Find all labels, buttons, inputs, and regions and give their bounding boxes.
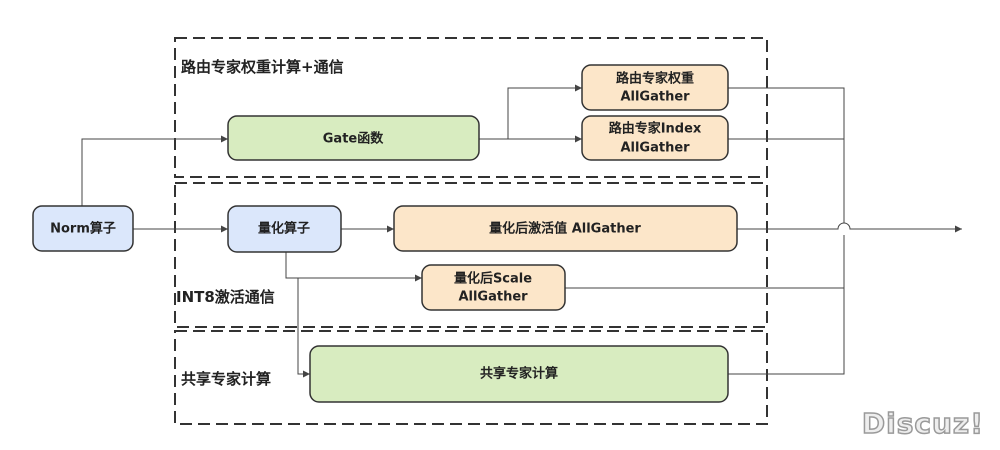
edge-norm-gate — [81, 135, 228, 206]
edges — [81, 84, 962, 378]
watermark-logo: Discuz! — [861, 406, 984, 441]
edge-routing-weight-out — [728, 87, 845, 223]
node-label-routing-weight-line1: 路由专家权重 — [616, 71, 694, 87]
node-label-gate: Gate函数 — [323, 131, 384, 147]
node-label-routing-weight-line2: AllGather — [620, 90, 690, 105]
node-label-quant-activation: 量化后激活值 AllGather — [489, 221, 641, 237]
group-label-int8: INT8激活通信 — [176, 288, 275, 306]
node-quant-scale-allgather: 量化后Scale AllGather — [421, 264, 566, 311]
node-quant: 量化算子 — [227, 205, 342, 253]
node-routing-index-allgather: 路由专家Index AllGather — [581, 115, 729, 161]
edge-quant-scale — [285, 252, 422, 282]
edge-quant-shared — [297, 278, 310, 378]
edge-activation-output — [737, 222, 962, 233]
node-label-routing-index-line1: 路由专家Index — [609, 121, 702, 137]
node-label-quant-scale-line2: AllGather — [458, 290, 528, 305]
group-box-shared — [174, 330, 768, 425]
node-label-quant-scale-line1: 量化后Scale — [454, 271, 532, 287]
group-label-shared: 共享专家计算 — [181, 370, 271, 388]
node-label-routing-index-line2: AllGather — [620, 141, 690, 156]
node-gate: Gate函数 — [227, 115, 480, 161]
edge-gate-routing-weight — [479, 84, 582, 140]
node-label-shared-expert: 共享专家计算 — [480, 366, 558, 382]
group-label-routing: 路由专家权重计算+通信 — [181, 58, 344, 76]
node-shared-expert: 共享专家计算 — [309, 345, 729, 403]
group-box-int8 — [174, 182, 768, 328]
node-quant-activation-allgather: 量化后激活值 AllGather — [393, 205, 738, 252]
node-label-norm: Norm算子 — [50, 221, 116, 237]
node-norm: Norm算子 — [32, 205, 134, 252]
edge-shared-out — [728, 235, 845, 375]
node-routing-weight-allgather: 路由专家权重 AllGather — [581, 64, 729, 111]
node-label-quant: 量化算子 — [258, 221, 310, 237]
group-box-routing — [174, 37, 768, 178]
